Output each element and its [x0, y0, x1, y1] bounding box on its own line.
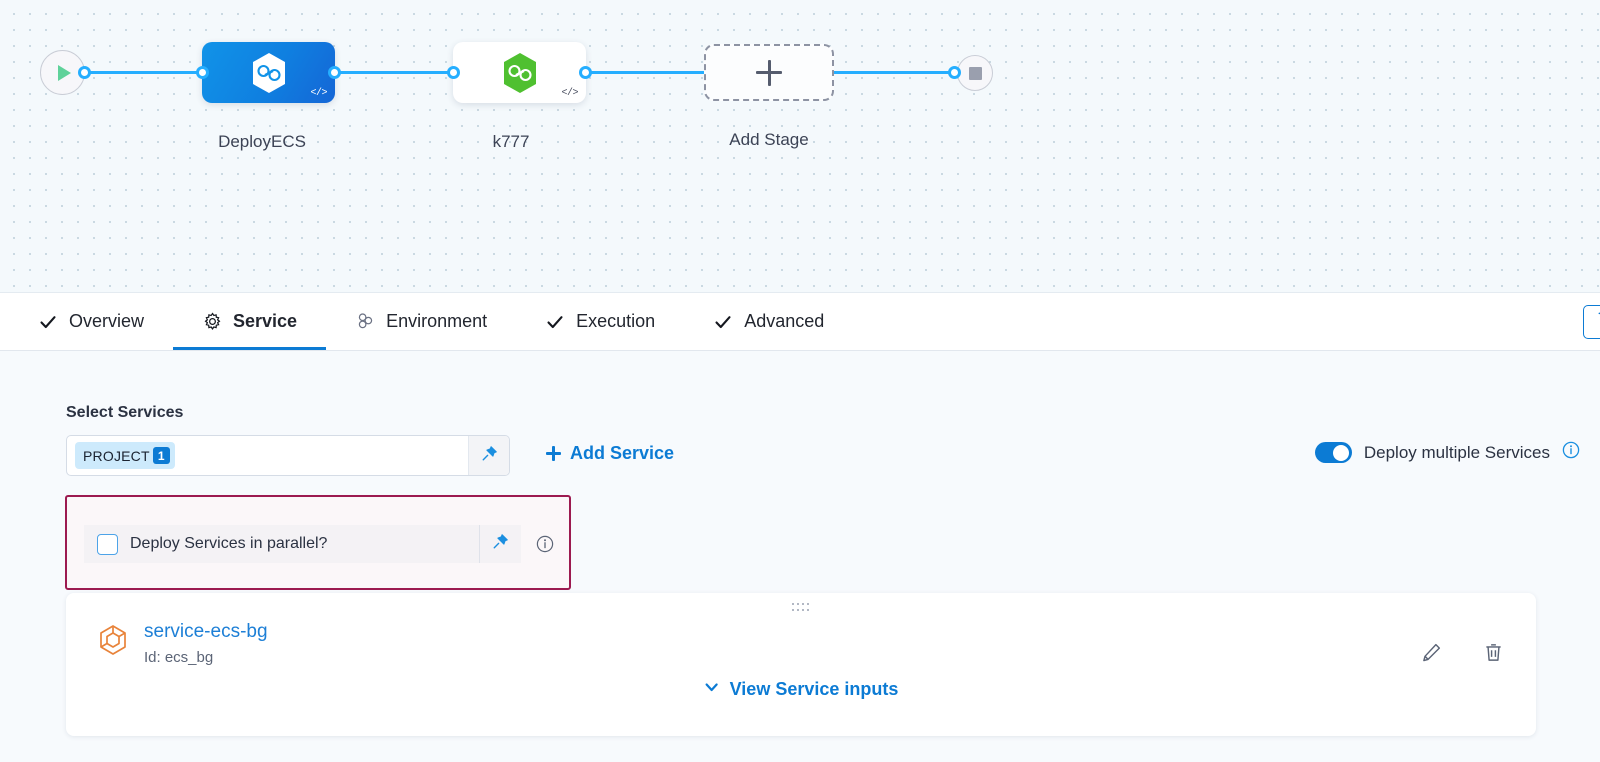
pipeline-start-node[interactable]	[40, 50, 85, 95]
stage-tabbar: Overview Service Environment	[0, 293, 1600, 351]
stage-node-k777[interactable]: </>	[453, 42, 586, 103]
stage-node-deployecs[interactable]: </>	[202, 42, 335, 103]
tab-label: Execution	[576, 311, 656, 331]
service-card-identity: service-ecs-bg Id: ecs_bg	[96, 621, 268, 666]
edge-deployecs-to-k777	[330, 71, 460, 74]
port-deployecs-in[interactable]	[196, 66, 209, 79]
drag-handle-icon[interactable]	[792, 603, 810, 613]
port-k777-in[interactable]	[447, 66, 460, 79]
service-id-label: Id: ecs_bg	[144, 648, 214, 666]
service-chip-project[interactable]: PROJECT 1	[75, 442, 175, 469]
tab-overview[interactable]: Overview	[0, 293, 173, 350]
tab-label: Service	[233, 311, 298, 331]
info-icon[interactable]	[1562, 441, 1580, 464]
port-k777-out[interactable]	[579, 66, 592, 79]
tab-execution[interactable]: Execution	[516, 293, 684, 350]
select-services-title: Select Services	[66, 404, 184, 421]
trash-icon[interactable]	[1482, 641, 1504, 663]
pipeline-end-node[interactable]	[957, 55, 993, 91]
select-services-input[interactable]: PROJECT 1	[66, 435, 510, 476]
play-icon	[58, 64, 71, 81]
port-deployecs-out[interactable]	[328, 66, 341, 79]
service-card[interactable]: service-ecs-bg Id: ecs_bg View Service i…	[66, 593, 1536, 736]
view-service-inputs-label: View Service inputs	[729, 679, 899, 699]
add-service-button[interactable]: Add Service	[546, 443, 674, 464]
harness-hexagon-icon	[503, 52, 536, 93]
chevron-down-icon	[704, 679, 720, 700]
check-icon	[545, 312, 565, 332]
add-stage-label: Add Stage	[729, 130, 809, 149]
view-service-inputs-button[interactable]: View Service inputs	[704, 679, 899, 700]
service-cube-icon	[96, 623, 130, 657]
deploy-parallel-field[interactable]: Deploy Services in parallel?	[84, 525, 480, 563]
pin-button-parallel[interactable]	[480, 525, 521, 563]
deploy-parallel-label: Deploy Services in parallel?	[130, 535, 328, 552]
chip-label: PROJECT	[83, 447, 150, 464]
harness-hexagon-icon	[252, 52, 285, 93]
plus-icon	[546, 446, 561, 461]
upload-arrow-icon	[1596, 311, 1600, 333]
pin-icon	[492, 533, 509, 555]
stage-code-badge[interactable]: </>	[561, 88, 578, 99]
save-button[interactable]: S	[1582, 304, 1600, 339]
stage-label-deployecs: DeployECS	[218, 132, 306, 151]
deploy-multiple-services-row: Deploy multiple Services	[1314, 441, 1600, 464]
stop-icon	[968, 66, 982, 80]
plus-icon	[756, 59, 782, 86]
deploy-multiple-services-label: Deploy multiple Services	[1363, 442, 1550, 462]
edge-k777-to-addstage	[582, 71, 710, 74]
tab-label: Overview	[69, 311, 145, 331]
tab-label: Environment	[386, 311, 488, 331]
clusters-icon	[355, 312, 375, 332]
edge-start-to-deployecs	[84, 71, 208, 74]
check-icon	[38, 312, 58, 332]
port-end[interactable]	[948, 66, 961, 79]
pencil-icon[interactable]	[1420, 641, 1442, 663]
deploy-parallel-checkbox[interactable]	[97, 533, 118, 555]
pin-button-services[interactable]	[468, 436, 509, 475]
tab-environment[interactable]: Environment	[326, 293, 516, 350]
pipeline-canvas[interactable]: </> DeployECS </> k777 Add Stage	[0, 0, 1600, 293]
service-card-actions	[1420, 641, 1504, 663]
deploy-parallel-row: Deploy Services in parallel?	[84, 525, 554, 563]
deploy-parallel-highlight-box: Deploy Services in parallel?	[65, 495, 571, 590]
tabbar-actions: S	[1582, 293, 1600, 350]
service-name-link[interactable]: service-ecs-bg	[144, 621, 268, 642]
service-tab-content: Select Services PROJECT 1 Add Service	[0, 351, 1600, 762]
deploy-multiple-services-toggle[interactable]	[1314, 442, 1352, 463]
stage-label-k777: k777	[492, 132, 530, 151]
port-start[interactable]	[78, 66, 91, 79]
chip-count-badge: 1	[152, 447, 170, 464]
search-input[interactable]: PROJECT 1	[67, 436, 468, 475]
tab-label: Advanced	[744, 311, 825, 331]
edge-addstage-to-end	[830, 71, 962, 74]
add-stage-button[interactable]	[704, 44, 834, 101]
gear-icon	[202, 312, 222, 332]
check-icon	[713, 312, 733, 332]
stage-code-badge[interactable]: </>	[310, 88, 327, 99]
tab-service[interactable]: Service	[173, 293, 327, 350]
add-service-label: Add Service	[570, 443, 675, 463]
tab-advanced[interactable]: Advanced	[684, 293, 853, 350]
info-icon[interactable]	[536, 535, 554, 553]
pin-icon	[481, 445, 498, 467]
